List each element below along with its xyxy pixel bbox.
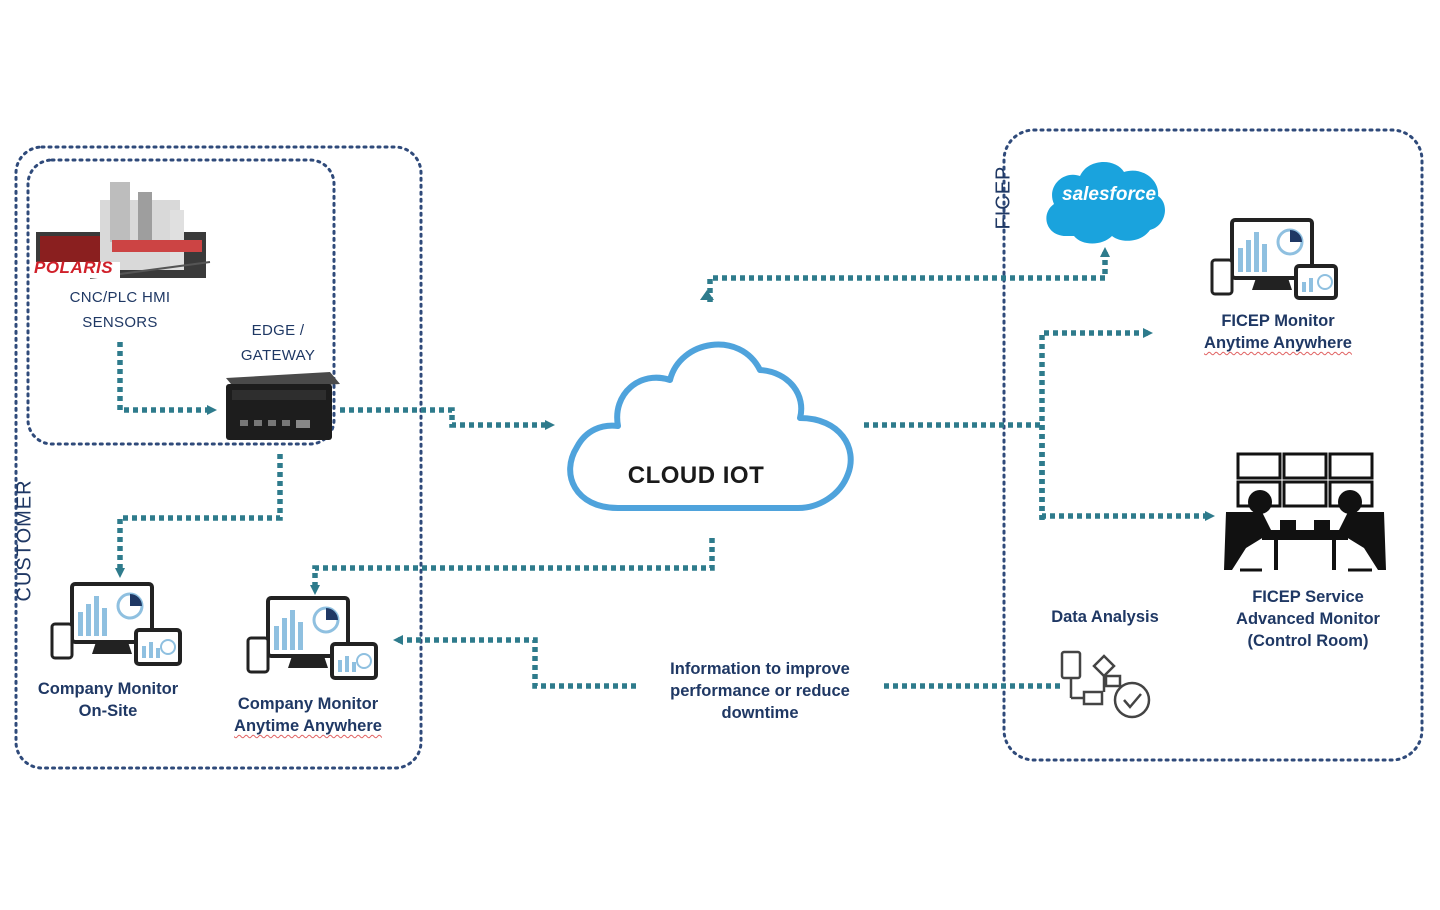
company-monitor-onsite-line2: On-Site — [78, 702, 138, 720]
machine-label-line1: CNC/PLC HMI — [69, 289, 171, 306]
ficep-monitor-label: FICEP Monitor Anytime Anywhere — [1178, 310, 1378, 354]
customer-group-label: CUSTOMER — [13, 479, 36, 602]
polaris-logo-text: POLARIS — [34, 258, 114, 277]
ficep-service-line1: FICEP Service — [1252, 588, 1364, 606]
multi-device-icon-ficep — [1210, 218, 1338, 300]
ficep-service-line3: (Control Room) — [1247, 632, 1369, 650]
arrow-icon — [700, 290, 714, 300]
gateway-label-line1: EDGE / — [251, 322, 305, 339]
company-monitor-onsite-line1: Company Monitor — [37, 680, 179, 698]
multi-device-icon-onsite — [50, 582, 182, 666]
customer-group-border — [14, 145, 423, 770]
arrow-sensors-to-gateway — [117, 342, 217, 415]
gateway-label-line2: GATEWAY — [240, 347, 316, 364]
feedback-line3: downtime — [721, 704, 799, 722]
multi-device-icon-anywhere — [246, 596, 378, 680]
arrow-analysis-feedback-left — [393, 635, 636, 689]
machine-label-line2: SENSORS — [82, 314, 158, 331]
connectors — [115, 247, 1215, 689]
arrow-gateway-to-onsite-monitor — [115, 454, 283, 578]
ficep-service-line2: Advanced Monitor — [1236, 610, 1380, 628]
ficep-monitor-line1: FICEP Monitor — [1221, 312, 1335, 330]
salesforce-logo-text: salesforce — [1062, 184, 1157, 205]
ficep-group-label: FICEP — [992, 165, 1015, 230]
salesforce-logo — [1046, 161, 1165, 244]
machine-photo — [36, 182, 211, 279]
company-monitor-anywhere-line2: Anytime Anywhere — [234, 717, 382, 735]
arrow-cloud-to-anywhere-monitor — [310, 538, 715, 595]
ficep-monitor-line2: Anytime Anywhere — [1204, 334, 1352, 352]
feedback-label: Information to improve performance or re… — [640, 658, 880, 724]
arrow-gateway-to-cloud — [340, 407, 555, 430]
gateway-box — [226, 372, 340, 440]
machine-label: CNC/PLC HMI SENSORS — [45, 285, 195, 335]
machine-subgroup-border — [26, 158, 336, 446]
arrow-to-ficep-monitor — [1039, 328, 1153, 520]
gateway-label: EDGE / GATEWAY — [208, 318, 348, 368]
data-analysis-label: Data Analysis — [1051, 608, 1159, 626]
cloud-icon — [567, 341, 854, 511]
arrow-cloud-salesforce — [707, 247, 1110, 302]
feedback-line2: performance or reduce — [670, 682, 850, 700]
feedback-line1: Information to improve — [670, 660, 850, 678]
company-monitor-onsite-label: Company Monitor On-Site — [18, 678, 198, 722]
control-room-icon — [1224, 452, 1386, 572]
arrow-to-control-room — [1039, 425, 1215, 521]
company-monitor-anywhere-line1: Company Monitor — [237, 695, 379, 713]
data-analysis-icon — [1060, 650, 1151, 719]
ficep-service-label: FICEP Service Advanced Monitor (Control … — [1208, 586, 1408, 652]
company-monitor-anywhere-label: Company Monitor Anytime Anywhere — [218, 693, 398, 737]
cloud-label: CLOUD IOT — [627, 462, 765, 489]
